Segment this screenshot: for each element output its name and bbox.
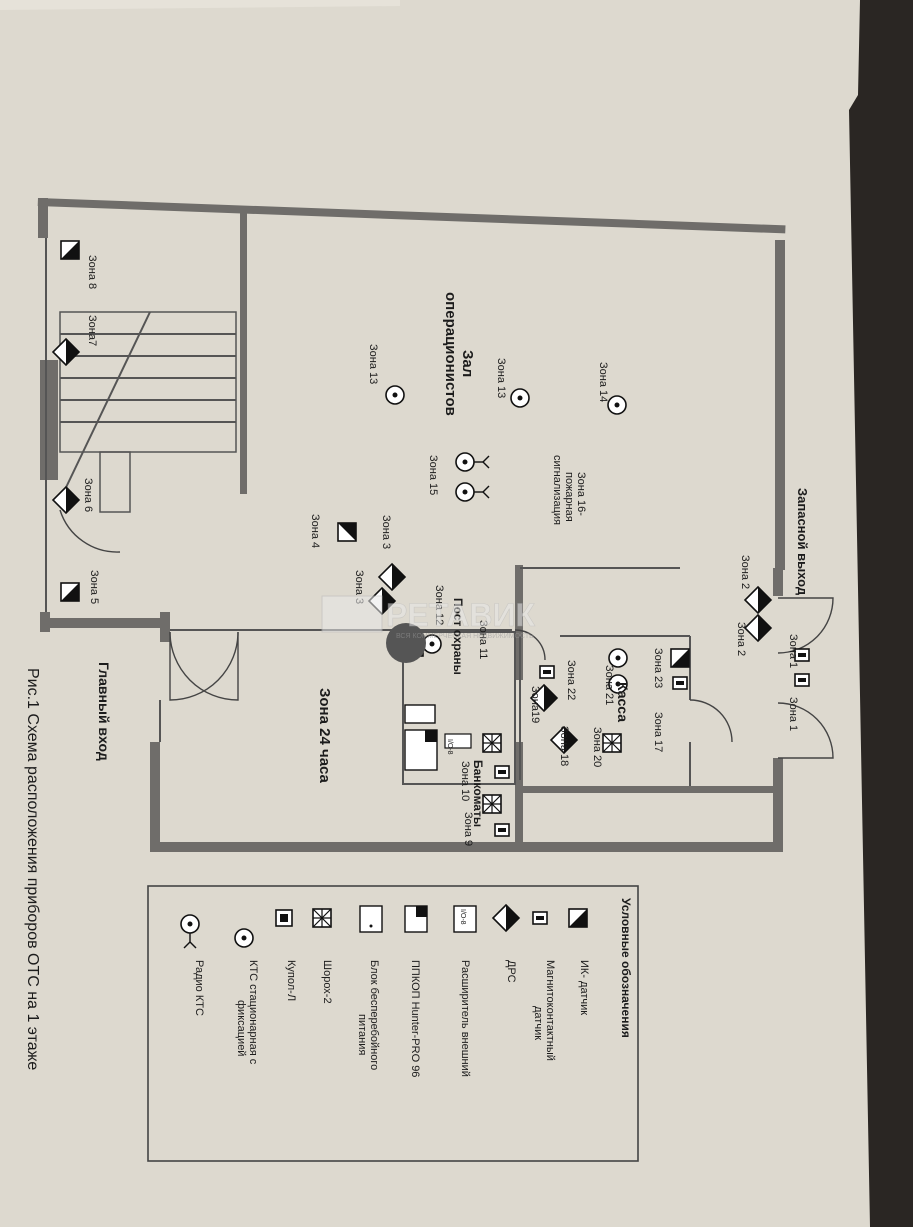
hall-label-1: Зал	[459, 350, 476, 377]
zone-17-label: Зона 17	[652, 712, 664, 752]
magnetic-contact-icon	[494, 823, 510, 837]
legend-magnetic-label-2: датчик	[532, 1006, 544, 1040]
zone-10-label: Зона 10	[459, 761, 471, 801]
ir-sensor-icon	[337, 522, 357, 542]
zone-14-label: Зона 14	[597, 362, 609, 402]
panic-button-icon	[607, 395, 627, 415]
paper-top-strip	[0, 0, 400, 10]
partitions	[45, 238, 691, 786]
column	[386, 623, 426, 663]
doors	[159, 597, 834, 759]
magnetic-contact-icon	[494, 765, 510, 779]
zone-15-label: Зона 15	[427, 455, 439, 495]
main-entry-label: Главный вход	[96, 662, 112, 761]
zone-18-label: Зона 18	[558, 726, 570, 766]
legend-drs-label: ДРС	[505, 960, 517, 983]
zone-11-label: Зона 11	[477, 620, 489, 659]
legend-expander-label: Расширитель внешний	[459, 960, 471, 1077]
shock-sensor-icon	[602, 733, 622, 753]
legend-expander-tag: I/O-8	[459, 909, 466, 925]
atm-label: Банкоматы	[471, 760, 485, 827]
watermark-tagline: ВСЯ КОММЕРЧЕСКАЯ НЕДВИЖИМОСТЬ	[396, 633, 534, 640]
zone-12-label: Зона 12	[433, 585, 445, 625]
zone-4-label: Зона 4	[309, 514, 321, 548]
zone-1b-label: Зона 1	[787, 697, 799, 731]
cash-label: Касса	[615, 682, 631, 722]
shock-sensor-icon	[312, 908, 332, 928]
zone-1a-label: Зона 1	[787, 634, 799, 668]
zone-21-label: Зона 21	[603, 665, 615, 705]
io-tag: I/O-8	[446, 739, 453, 755]
guard-equipment	[386, 623, 472, 771]
ups-unit	[404, 704, 436, 724]
zone-16-label-1: Зона 16-	[575, 472, 587, 516]
zone-9-label: Зона 9	[462, 812, 474, 846]
watermark-brand: РЕТАВИК	[386, 597, 535, 633]
zone-labels: Зона 8 Зона7 Зона 6 Зона 5 Зона 14 Зона …	[82, 255, 799, 846]
legend-frame	[147, 885, 639, 1162]
zone-3a-label: Зона 3	[380, 515, 392, 549]
guard-post-label: Пост охраны	[451, 598, 465, 675]
ir-sensor-icon	[670, 648, 690, 668]
ir-sensor-icon	[568, 908, 588, 928]
ir-sensor-icon	[60, 582, 80, 602]
legend-shock-label: Шорох-2	[321, 960, 333, 1004]
ups-icon	[359, 905, 383, 933]
legend-ir-label: ИК- датчик	[578, 960, 590, 1015]
zone-19-label: Зона19	[529, 686, 541, 723]
zone-7-label: Зона7	[86, 315, 98, 346]
expander-icon	[453, 905, 477, 933]
zone-16-label-3: сигнализация	[551, 455, 563, 525]
zone-2b-label: Зона 2	[735, 622, 747, 656]
panic-button-icon	[510, 388, 530, 408]
figure-caption: Рис.1 Схема расположения приборов ОТС на…	[24, 668, 41, 1070]
legend-kupol-label: Купол-Л	[285, 960, 297, 1001]
zone-8-label: Зона 8	[86, 255, 98, 289]
panic-button-icon	[385, 385, 405, 405]
reserve-exit-label: Запасной выход	[795, 488, 810, 596]
zone-6-label: Зона 6	[82, 478, 94, 512]
zone-23-label: Зона 23	[652, 648, 664, 688]
legend-ups-label-2: питания	[356, 1014, 368, 1055]
zone-13a-label: Зона 13	[495, 358, 507, 398]
legend-panel-label: ППКОП Hunter-PRO 96	[409, 960, 421, 1077]
magnetic-contact-icon	[794, 673, 810, 687]
ir-sensor-icon	[60, 240, 80, 260]
zone-22-label: Зона 22	[565, 660, 577, 700]
equipment-tags: I/O-8	[446, 739, 453, 755]
staircase	[59, 311, 237, 553]
room-labels: Запасной выход Зал операционистов Касса …	[96, 292, 810, 827]
legend: Условные обозначения I/O-8 ИК- датчик Ма…	[147, 885, 639, 1162]
panic-button-icon	[234, 928, 254, 948]
walls	[37, 198, 786, 852]
kupol-sensor-icon	[275, 909, 293, 927]
io-expander-unit	[444, 733, 472, 749]
hall-label-2: операционистов	[442, 292, 459, 416]
paper-sheet	[0, 0, 870, 1227]
magnetic-contact-icon	[672, 676, 688, 690]
legend-kts-label-1: КТС стационарная с	[247, 960, 259, 1065]
shock-sensor-icon	[482, 733, 502, 753]
zone-13b-label: Зона 13	[367, 344, 379, 384]
zone-2a-label: Зона 2	[739, 555, 751, 589]
zone-24-label: Зона 24 часа	[316, 688, 333, 784]
zone-16-label-2: пожарная	[563, 472, 575, 522]
watermark: РЕТАВИК ВСЯ КОММЕРЧЕСКАЯ НЕДВИЖИМОСТЬ	[321, 595, 536, 640]
legend-magnetic-label-1: Магнитоконтактный	[544, 960, 556, 1061]
legend-title: Условные обозначения	[619, 898, 633, 1038]
zone-5-label: Зона 5	[88, 570, 100, 604]
legend-kts-label-2: фиксацией	[235, 1000, 247, 1056]
zone-20-label: Зона 20	[591, 727, 603, 767]
magnetic-contact-icon	[532, 911, 548, 925]
magnetic-contact-icon	[539, 665, 555, 679]
legend-radio-label: Радио КТС	[193, 960, 205, 1016]
legend-ups-label-1: Блок бесперебойного	[368, 960, 380, 1070]
